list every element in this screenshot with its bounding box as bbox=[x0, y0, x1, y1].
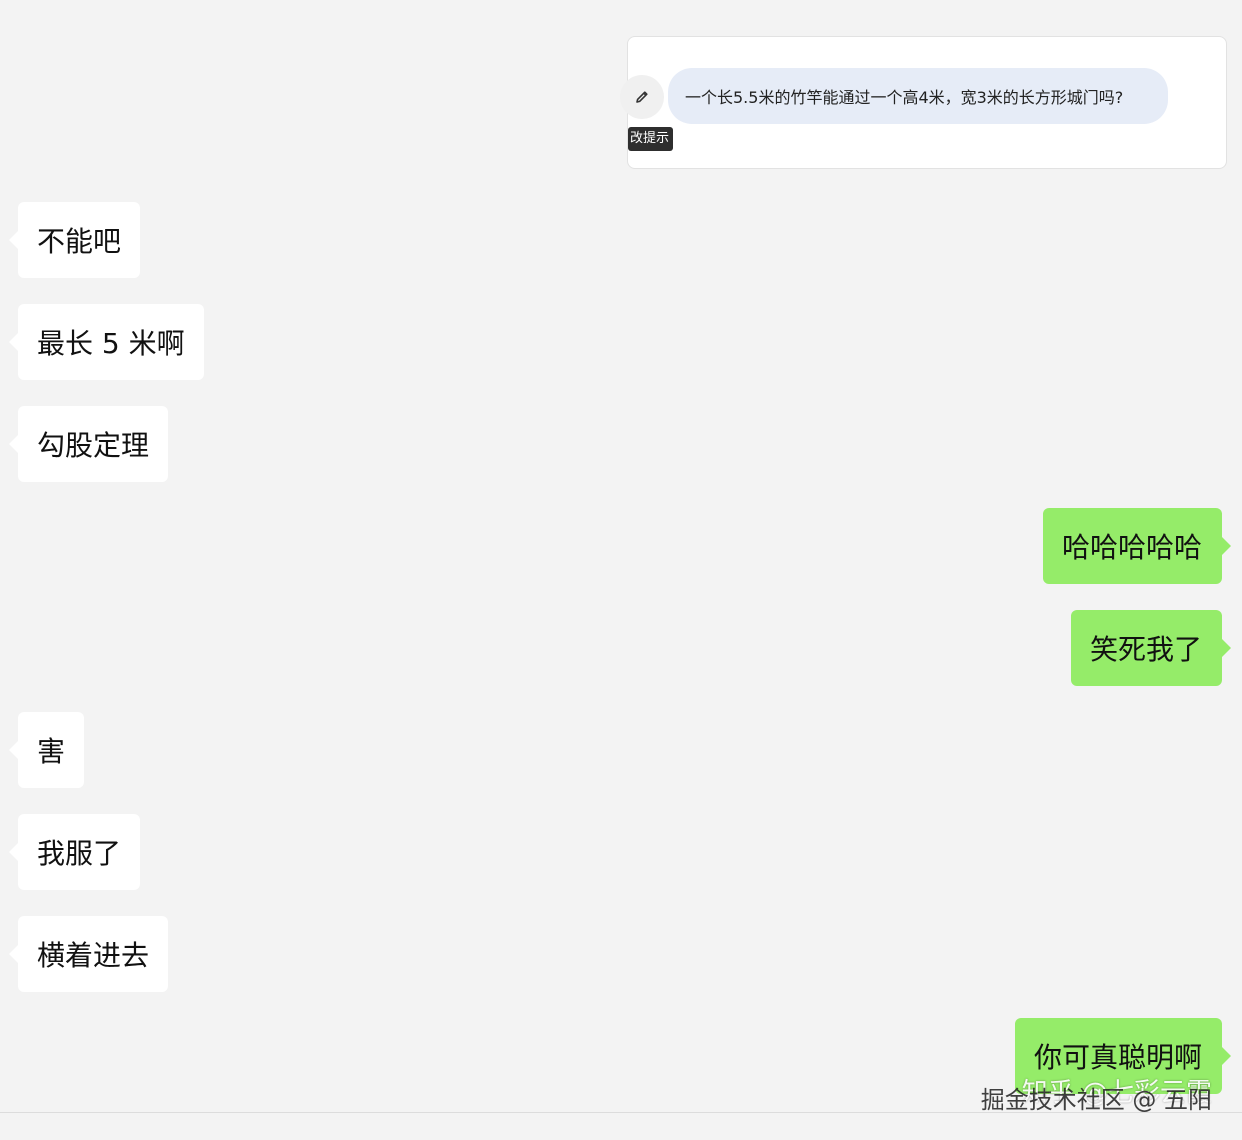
incoming-message: 不能吧 bbox=[8, 202, 141, 278]
pencil-icon bbox=[636, 91, 648, 103]
bottom-divider bbox=[0, 1112, 1242, 1113]
edit-prompt-button[interactable] bbox=[620, 75, 664, 119]
message-text: 最长 5 米啊 bbox=[37, 327, 185, 360]
outgoing-message: 哈哈哈哈哈 bbox=[1042, 508, 1232, 584]
message-text: 勾股定理 bbox=[37, 429, 150, 462]
incoming-message: 勾股定理 bbox=[8, 406, 169, 482]
incoming-message: 害 bbox=[8, 712, 85, 788]
outgoing-message: 笑死我了 bbox=[1070, 610, 1232, 686]
juejin-watermark: 掘金技术社区 @ 五阳 bbox=[980, 1086, 1212, 1114]
incoming-message: 我服了 bbox=[8, 814, 141, 890]
message-text: 横着进去 bbox=[37, 939, 150, 972]
message-text: 不能吧 bbox=[37, 225, 122, 258]
outgoing-message: 你可真聪明啊 bbox=[1014, 1018, 1232, 1094]
edit-prompt-tooltip: 改提示 bbox=[628, 127, 674, 151]
message-text: 笑死我了 bbox=[1089, 633, 1202, 666]
prompt-card: 一个长5.5米的竹竿能通过一个高4米，宽3米的长方形城门吗? 改提示 bbox=[620, 36, 1227, 169]
message-text: 哈哈哈哈哈 bbox=[1061, 531, 1202, 564]
message-text: 我服了 bbox=[37, 837, 122, 870]
message-text: 你可真聪明啊 bbox=[1033, 1041, 1202, 1074]
zhihu-watermark: 知乎 @七彩云霞 bbox=[1021, 1078, 1212, 1108]
prompt-bubble: 一个长5.5米的竹竿能通过一个高4米，宽3米的长方形城门吗? bbox=[668, 68, 1168, 124]
incoming-message: 最长 5 米啊 bbox=[9, 304, 204, 380]
prompt-text: 一个长5.5米的竹竿能通过一个高4米，宽3米的长方形城门吗? bbox=[685, 88, 1124, 107]
message-text: 害 bbox=[37, 735, 66, 768]
incoming-message: 横着进去 bbox=[8, 916, 169, 992]
